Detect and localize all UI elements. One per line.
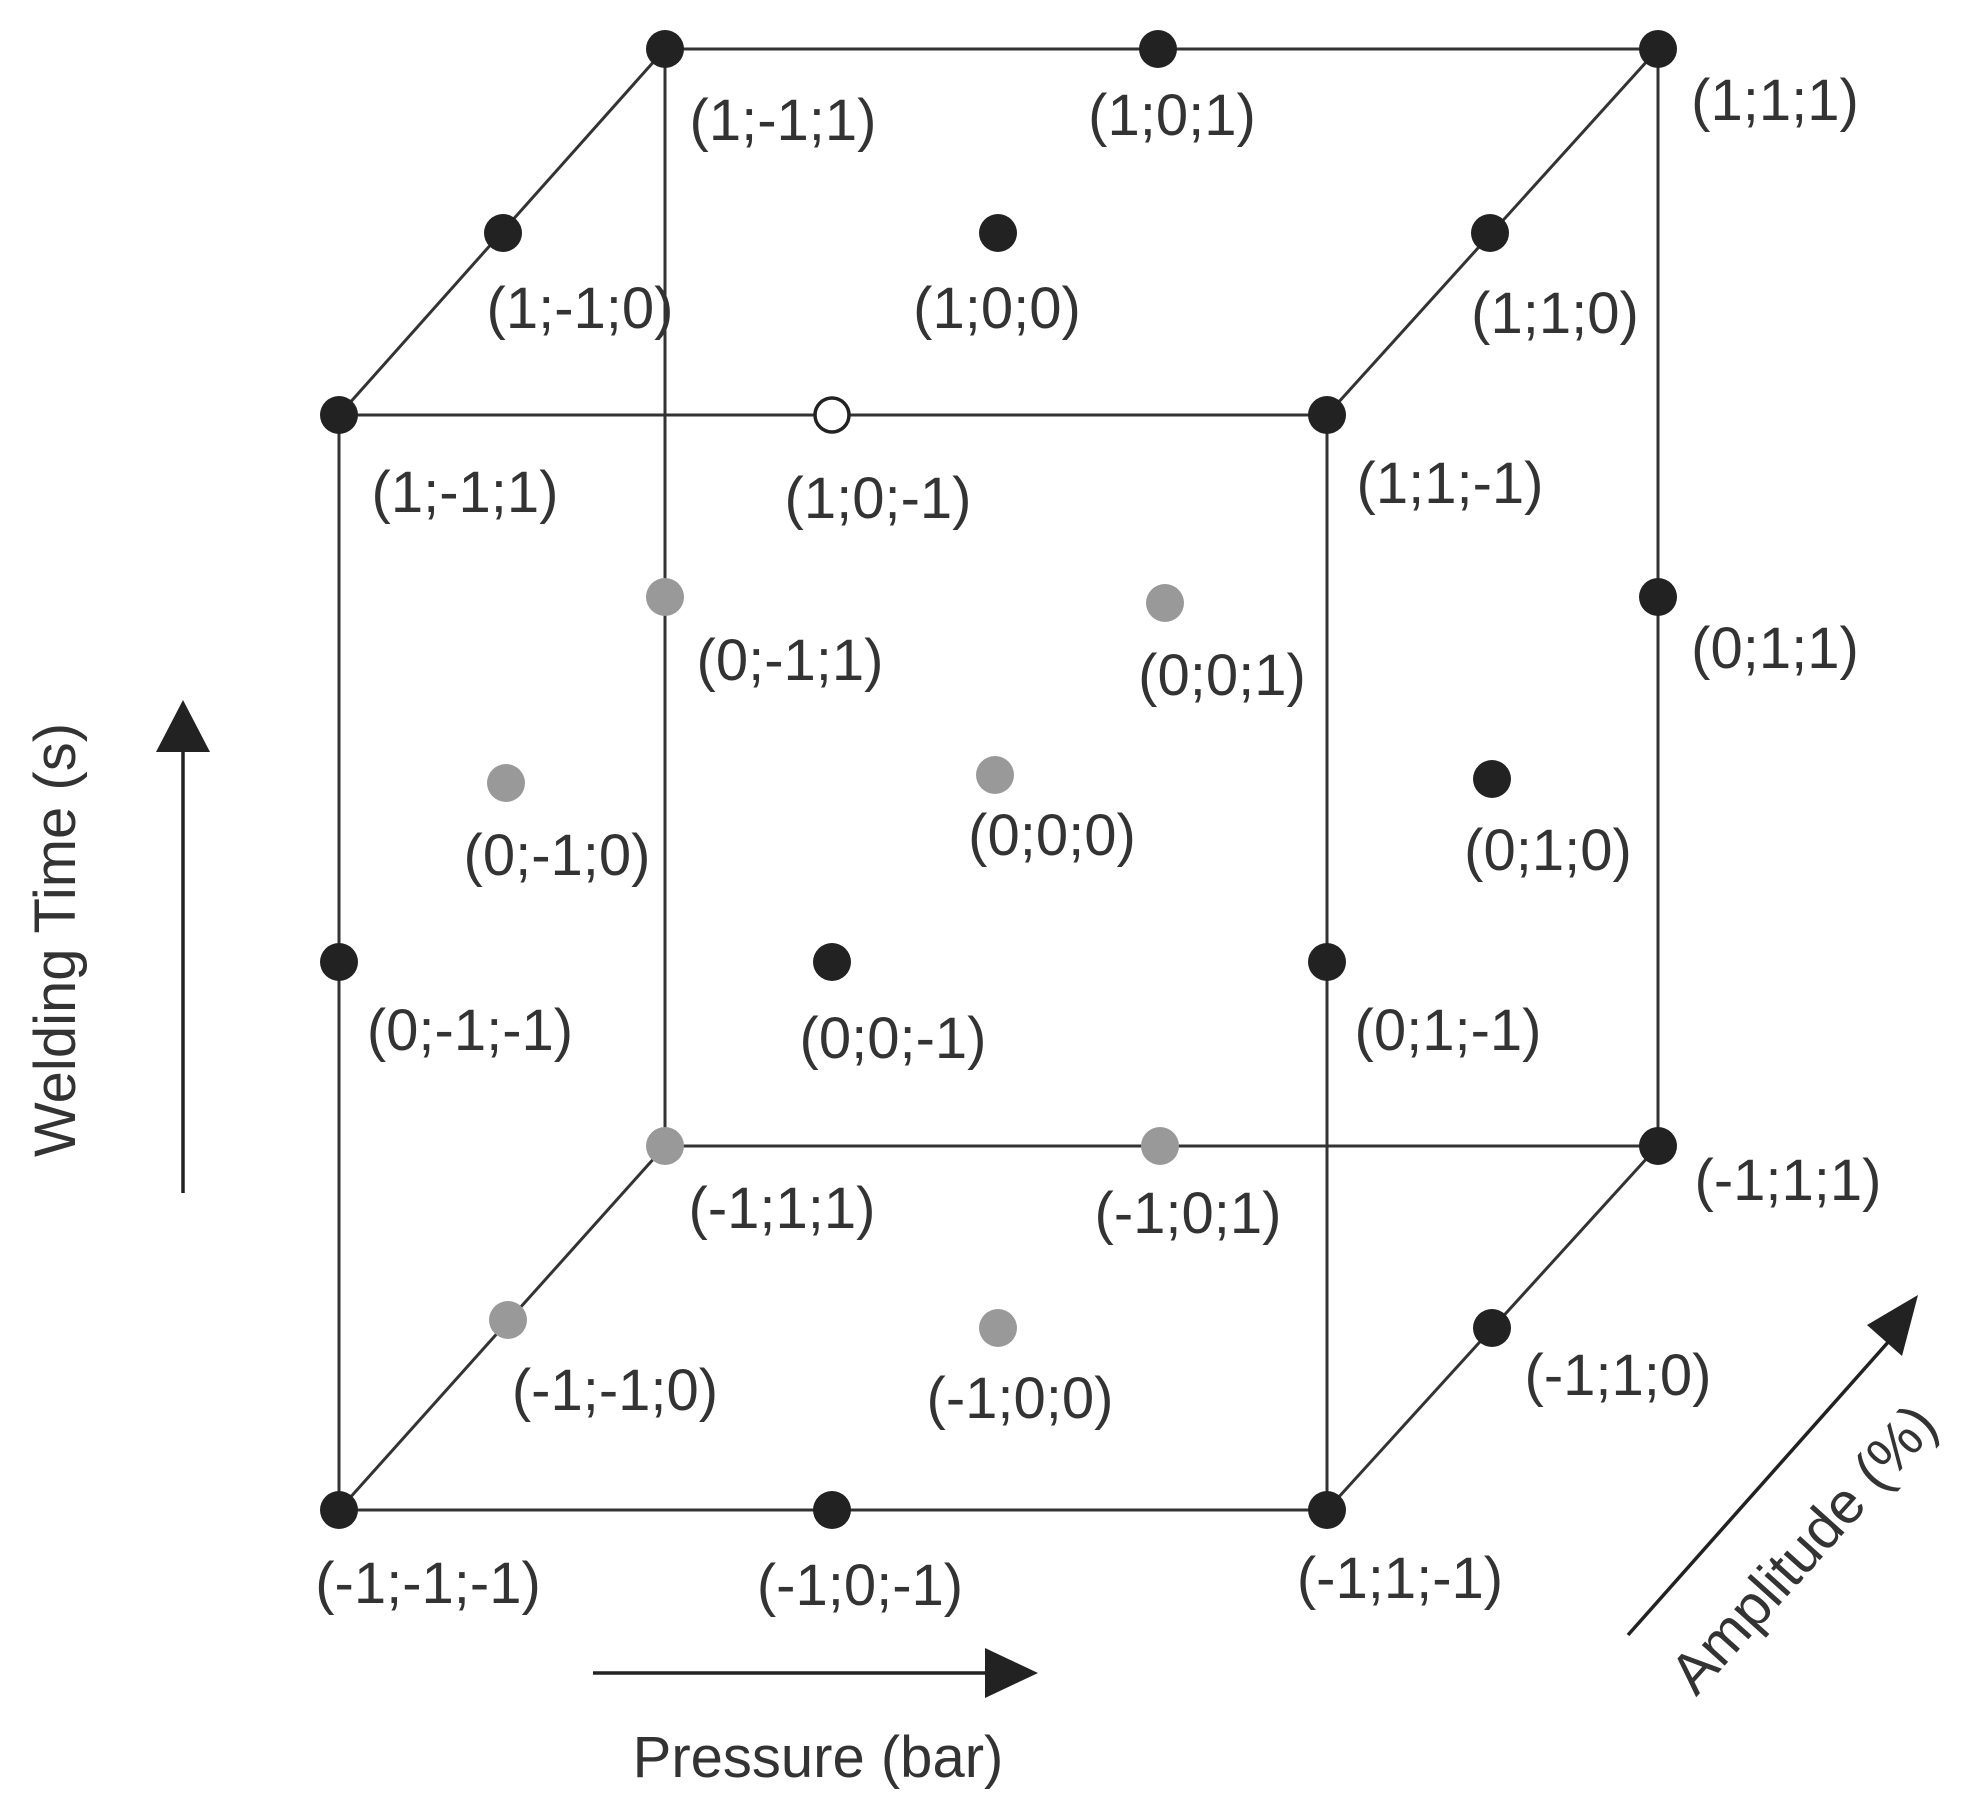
design-point: (1;-1;0) — [484, 214, 673, 341]
design-point-marker — [320, 943, 358, 981]
design-point: (0;-1;1) — [646, 578, 883, 693]
design-point-label: (-1;0;0) — [927, 1366, 1114, 1431]
design-point-marker — [1473, 760, 1511, 798]
design-point-label: (1;-1;1) — [690, 88, 877, 153]
pressure-axis-label: Pressure (bar) — [633, 1725, 1004, 1790]
design-point: (-1;0;-1) — [757, 1491, 963, 1618]
design-point-label: (1;1;1) — [1691, 68, 1859, 133]
design-point: (0;1;1) — [1639, 578, 1859, 681]
design-point-label: (1;0;0) — [913, 276, 1081, 341]
design-point-label: (0;-1;0) — [464, 823, 651, 888]
design-point: (0;1;0) — [1464, 760, 1632, 883]
design-point-label: (1;0;1) — [1088, 83, 1256, 148]
design-point-marker — [1639, 1127, 1677, 1165]
design-point-label: (1;-1;0) — [487, 276, 674, 341]
design-point-marker — [979, 214, 1017, 252]
design-point-label: (0;-1;-1) — [367, 998, 573, 1063]
design-point-marker — [813, 1491, 851, 1529]
pressure-axis-arrow — [593, 1648, 1038, 1698]
design-point: (-1;-1;0) — [489, 1301, 718, 1423]
design-point: (-1;1;-1) — [1297, 1491, 1503, 1611]
design-point: (1;1;-1) — [1308, 396, 1543, 516]
design-point: (-1;1;1) — [1639, 1127, 1881, 1213]
design-point-marker — [489, 1301, 527, 1339]
design-point-label: (1;0;-1) — [785, 466, 972, 531]
design-point: (-1;1;1) — [646, 1127, 875, 1241]
design-point-label: (0;1;0) — [1464, 818, 1632, 883]
design-point: (-1;1;0) — [1473, 1309, 1711, 1408]
design-point-marker — [813, 943, 851, 981]
design-point-label: (1;1;-1) — [1357, 451, 1544, 516]
design-point-marker — [1473, 1309, 1511, 1347]
design-point-marker — [1308, 943, 1346, 981]
design-point-marker — [1471, 214, 1509, 252]
design-point-marker — [1308, 1491, 1346, 1529]
welding-time-axis-label: Welding Time (s) — [23, 723, 88, 1157]
design-point-marker — [646, 30, 684, 68]
design-points: (1;-1;1) (1;0;1) (1;1;1) (1;-1;0) (1;0;0) (1;… — [315, 30, 1881, 1618]
design-point: (-1;0;0) — [927, 1309, 1114, 1431]
design-point-label: (-1;0;1) — [1095, 1181, 1282, 1246]
design-point-marker — [979, 1309, 1017, 1347]
design-point-marker — [1139, 30, 1177, 68]
design-point-marker — [646, 1127, 684, 1165]
design-point-label: (0;0;1) — [1138, 643, 1306, 708]
design-point: (0;-1;0) — [464, 764, 651, 888]
design-point-marker — [1146, 584, 1184, 622]
design-point-marker — [484, 214, 522, 252]
design-point: (-1;-1;-1) — [315, 1491, 541, 1616]
design-point-label: (0;0;-1) — [800, 1006, 987, 1071]
design-point-marker — [813, 396, 851, 434]
design-point-label: (0;1;-1) — [1355, 998, 1542, 1063]
design-point: (1;1;1) — [1639, 30, 1859, 133]
design-point: (0;1;-1) — [1308, 943, 1541, 1063]
design-point-label: (0;0;0) — [968, 803, 1136, 868]
design-point-marker — [1308, 396, 1346, 434]
design-point-marker — [1141, 1127, 1179, 1165]
design-point-marker — [1639, 578, 1677, 616]
design-point: (1;-1;1) — [320, 396, 558, 525]
design-point: (1;0;0) — [913, 214, 1081, 341]
design-point-label: (1;-1;1) — [372, 460, 559, 525]
design-point-marker — [487, 764, 525, 802]
design-point: (-1;0;1) — [1095, 1127, 1282, 1246]
design-point: (1;1;0) — [1471, 214, 1639, 346]
amplitude-axis-arrow — [1626, 1295, 1918, 1637]
design-point-marker — [976, 756, 1014, 794]
design-point-label: (-1;1;-1) — [1297, 1546, 1503, 1611]
design-point: (0;0;1) — [1138, 584, 1306, 708]
design-point: (0;-1;-1) — [320, 943, 573, 1063]
design-point-label: (0;-1;1) — [697, 628, 884, 693]
design-point-label: (1;1;0) — [1471, 281, 1639, 346]
design-point-label: (0;1;1) — [1691, 616, 1859, 681]
design-point: (1;0;-1) — [785, 396, 972, 531]
design-point-label: (-1;-1;0) — [512, 1358, 718, 1423]
design-point: (1;-1;1) — [646, 30, 876, 153]
design-point: (1;0;1) — [1088, 30, 1256, 148]
design-point: (0;0;-1) — [800, 943, 987, 1071]
design-point-label: (-1;1;1) — [689, 1176, 876, 1241]
design-point-label: (-1;1;0) — [1525, 1343, 1712, 1408]
design-point-label: (-1;-1;-1) — [315, 1551, 541, 1616]
design-point-marker — [320, 1491, 358, 1529]
design-point-label: (-1;0;-1) — [757, 1553, 963, 1618]
design-point: (0;0;0) — [968, 756, 1136, 868]
design-point-marker — [646, 578, 684, 616]
welding-time-axis-arrow — [156, 700, 210, 1193]
design-point-label: (-1;1;1) — [1695, 1148, 1882, 1213]
design-point-marker — [1639, 30, 1677, 68]
design-point-marker — [320, 396, 358, 434]
